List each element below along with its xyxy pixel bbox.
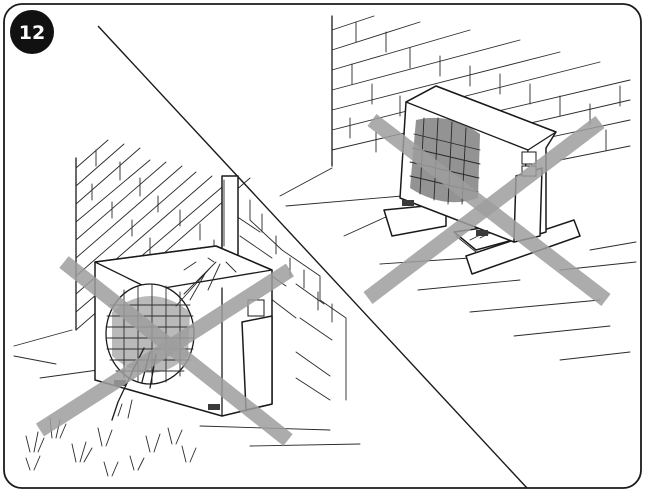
grass-tufts xyxy=(25,417,197,477)
support-blocks xyxy=(383,203,581,275)
panel-divider xyxy=(97,25,528,489)
valve-cover-left xyxy=(241,315,273,411)
cross-mark-right xyxy=(363,114,611,306)
figure-number-badge: 12 xyxy=(10,10,54,54)
cross-mark-left xyxy=(35,256,295,446)
right-scene xyxy=(279,15,637,361)
left-scene xyxy=(13,139,361,477)
ground-lines-left xyxy=(13,329,361,447)
figure-number: 12 xyxy=(19,22,45,44)
